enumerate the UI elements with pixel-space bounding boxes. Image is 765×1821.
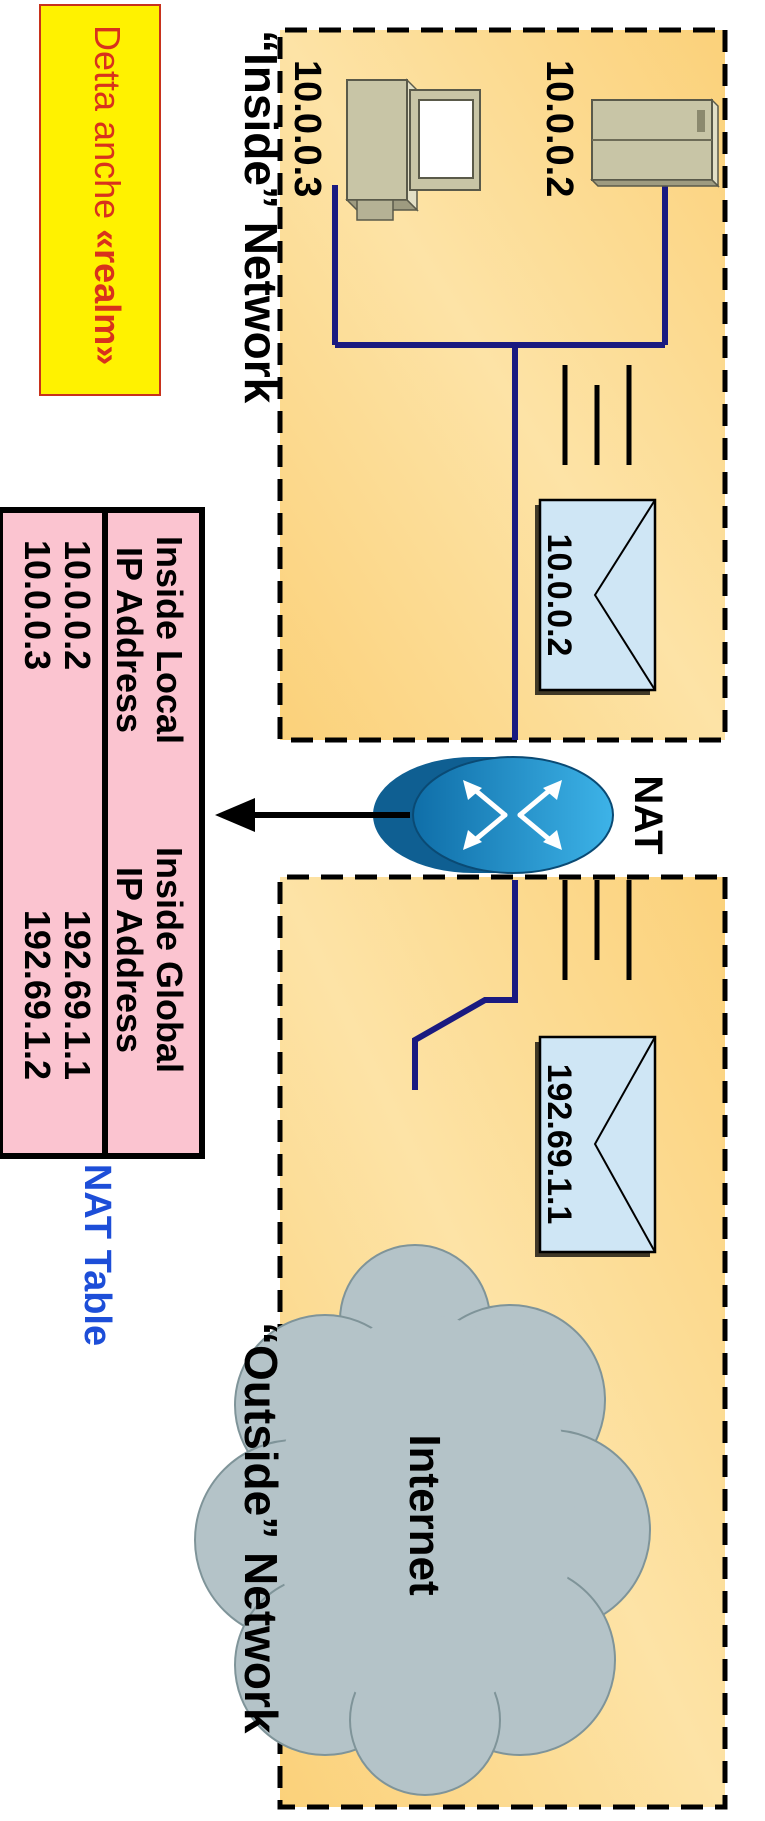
server-icon (592, 100, 718, 186)
inside-network-label: “Inside” Network (235, 30, 287, 404)
host-ip-server: 10.0.0.2 (538, 60, 580, 197)
router-label: NAT (626, 775, 670, 854)
nat-table-cell: 10.0.0.3 (17, 540, 58, 670)
nat-table-cell: 192.69.1.1 (57, 910, 98, 1080)
packet-inside-address: 10.0.0.2 (540, 534, 578, 657)
packet-outside-address: 192.69.1.1 (540, 1064, 578, 1225)
nat-table-header-local: Inside LocalIP Address (109, 536, 190, 744)
outside-network-label: “Outside” Network (235, 1322, 287, 1734)
host-ip-pc: 10.0.0.3 (286, 60, 328, 197)
nat-table-header-global: Inside GlobalIP Address (109, 847, 190, 1073)
nat-table-caption: NAT Table (76, 1164, 118, 1346)
nat-table-cell: 192.69.1.2 (17, 910, 58, 1080)
nat-table-cell: 10.0.0.2 (57, 540, 98, 670)
realm-note-text: Detta anche «realm» (87, 25, 128, 365)
internet-label: Internet (400, 1434, 449, 1596)
